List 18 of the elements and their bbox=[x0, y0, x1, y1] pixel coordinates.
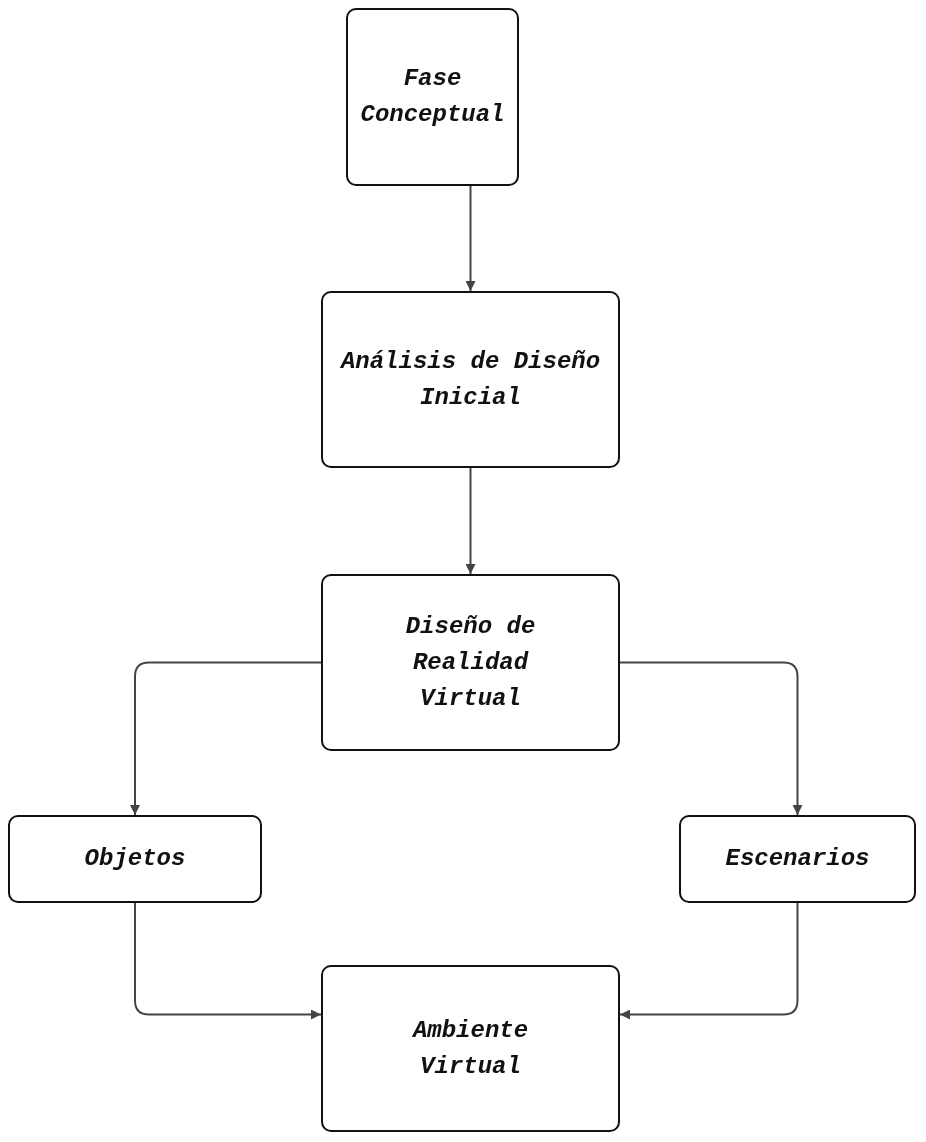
arrow bbox=[134, 902, 322, 1020]
arrow bbox=[619, 661, 803, 816]
box-label: Objetos bbox=[84, 844, 186, 874]
box-label: Análisis de Diseño Inicial bbox=[339, 346, 602, 413]
arrow bbox=[619, 902, 799, 1020]
process-box bbox=[321, 965, 620, 1132]
process-box bbox=[346, 8, 519, 186]
process-box bbox=[321, 291, 620, 468]
arrow bbox=[465, 185, 476, 292]
box-label: Escenarios bbox=[725, 844, 870, 874]
process-box bbox=[8, 815, 262, 903]
arrow bbox=[130, 661, 322, 816]
process-box bbox=[679, 815, 916, 903]
arrow bbox=[465, 467, 476, 575]
process-box bbox=[321, 574, 620, 751]
box-label: Diseño de Realidad Virtual bbox=[404, 611, 537, 714]
box-label: Ambiente Virtual bbox=[411, 1015, 530, 1082]
box-label: Fase Conceptual bbox=[359, 64, 506, 130]
